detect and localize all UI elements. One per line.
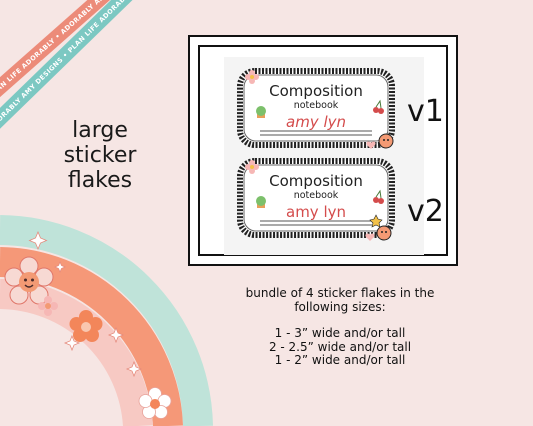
side-title-line: flakes [67,168,133,193]
version-label: v2 [407,194,444,229]
preview-card-inner: Composition notebook amy lyn v1 [198,45,448,256]
info-intro-line: following sizes: [294,299,386,314]
ribbon-bottom [0,0,133,129]
sticker-name: amy lyn [286,203,346,221]
pink-flower-icon [38,296,58,316]
version-label: v1 [407,94,444,129]
cherry-icon [373,99,384,114]
sparkle-icon [125,360,143,378]
heart-icon [365,233,375,241]
side-title-line: sticker [63,143,137,168]
sticker-v2: Composition notebook amy lyn [237,158,444,241]
flower-icon [245,160,259,174]
smiley-icon [378,133,394,149]
ribbon-top [0,0,111,98]
orange-flower-icon [69,310,103,342]
flower-icon [245,70,259,84]
sparkle-icon [53,260,67,274]
cupcake-icon [256,106,266,118]
sticker-name: amy lyn [286,113,346,131]
rainbow-arc-mint [0,215,213,426]
sticker-preview: Composition notebook amy lyn v1 [237,68,444,241]
product-info: bundle of 4 sticker flakes in the follow… [210,286,470,368]
smiley-icon [376,225,392,241]
preview-card: Composition notebook amy lyn v1 [188,35,458,266]
info-size-line: 1 - 2” wide and/or tall [274,353,406,367]
sticker-title: Composition [269,172,363,190]
star-icon [369,214,383,228]
sticker-v1: Composition notebook amy lyn v1 [237,68,444,149]
info-intro-line: bundle of 4 sticker flakes in the [245,286,435,300]
sticker-title: Composition [269,82,363,100]
sticker-subtitle: notebook [294,100,339,111]
cherry-icon [373,189,384,204]
smiley-flower-icon [4,256,54,305]
side-title: large sticker flakes [40,118,160,193]
sticker-subtitle: notebook [294,190,339,201]
side-title-line: large [72,118,128,143]
info-size-line: 2 - 2.5” wide and/or tall [268,339,412,354]
sparkle-icon [63,334,81,352]
sparkle-icon [28,230,48,251]
heart-icon [366,141,376,149]
daisy-flower-icon [138,387,172,419]
sparkle-icon [107,326,125,344]
cupcake-icon [256,196,266,208]
info-size-line: 1 - 3” wide and/or tall [274,326,406,340]
